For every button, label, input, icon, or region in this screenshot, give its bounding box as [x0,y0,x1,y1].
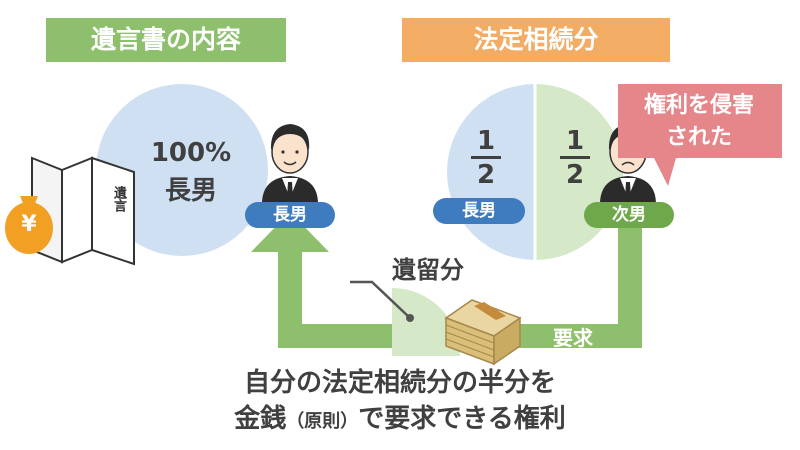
legal-pie-right-fraction: 1 2 [560,126,590,191]
callout-line-2: された [665,125,732,150]
header-legal-share: 法定相続分 [402,18,670,62]
fraction-denominator: 2 [476,160,496,190]
person-eldest-son-icon [262,124,318,204]
will-document-text: 遺言 [111,186,126,212]
fraction-denominator: 2 [565,160,585,190]
caption-line-1: 自分の法定相続分の半分を [243,368,556,398]
caption-line-2-paren: （原則） [286,411,359,432]
header-will-contents: 遺言書の内容 [46,18,286,62]
callout-line-1: 権利を侵害 [643,93,754,118]
callout-text: 権利を侵害 された [624,90,774,154]
caption-line-2-part-a: 金銭 [234,404,287,434]
caption-line-2-part-b: で要求できる権利 [358,404,566,434]
iryubun-pointer-dot [406,314,414,322]
person-second-son-label: 次男 [584,202,674,228]
person-eldest-son-label: 長男 [245,202,335,228]
money-bag-icon [5,196,53,254]
legal-pie-left-label: 長男 [433,198,525,224]
iryubun-slice [392,288,460,356]
yen-symbol: ¥ [21,212,37,237]
legal-pie-left-fraction: 1 2 [471,126,501,191]
will-pie-chart [96,84,268,256]
caption-line-2: 金銭（原則）で要求できる権利 [150,398,650,435]
money-stack-icon [444,299,522,366]
will-pie-percent: 100% [150,138,232,168]
iryubun-label: 遺留分 [392,256,464,284]
demand-label: 要求 [553,326,593,350]
will-document-icon [31,156,135,266]
will-pie-heir: 長男 [164,176,217,206]
iryubun-pointer-line [350,280,411,319]
fraction-numerator: 1 [560,126,590,159]
callout-bubble [618,84,782,186]
fraction-numerator: 1 [471,126,501,159]
